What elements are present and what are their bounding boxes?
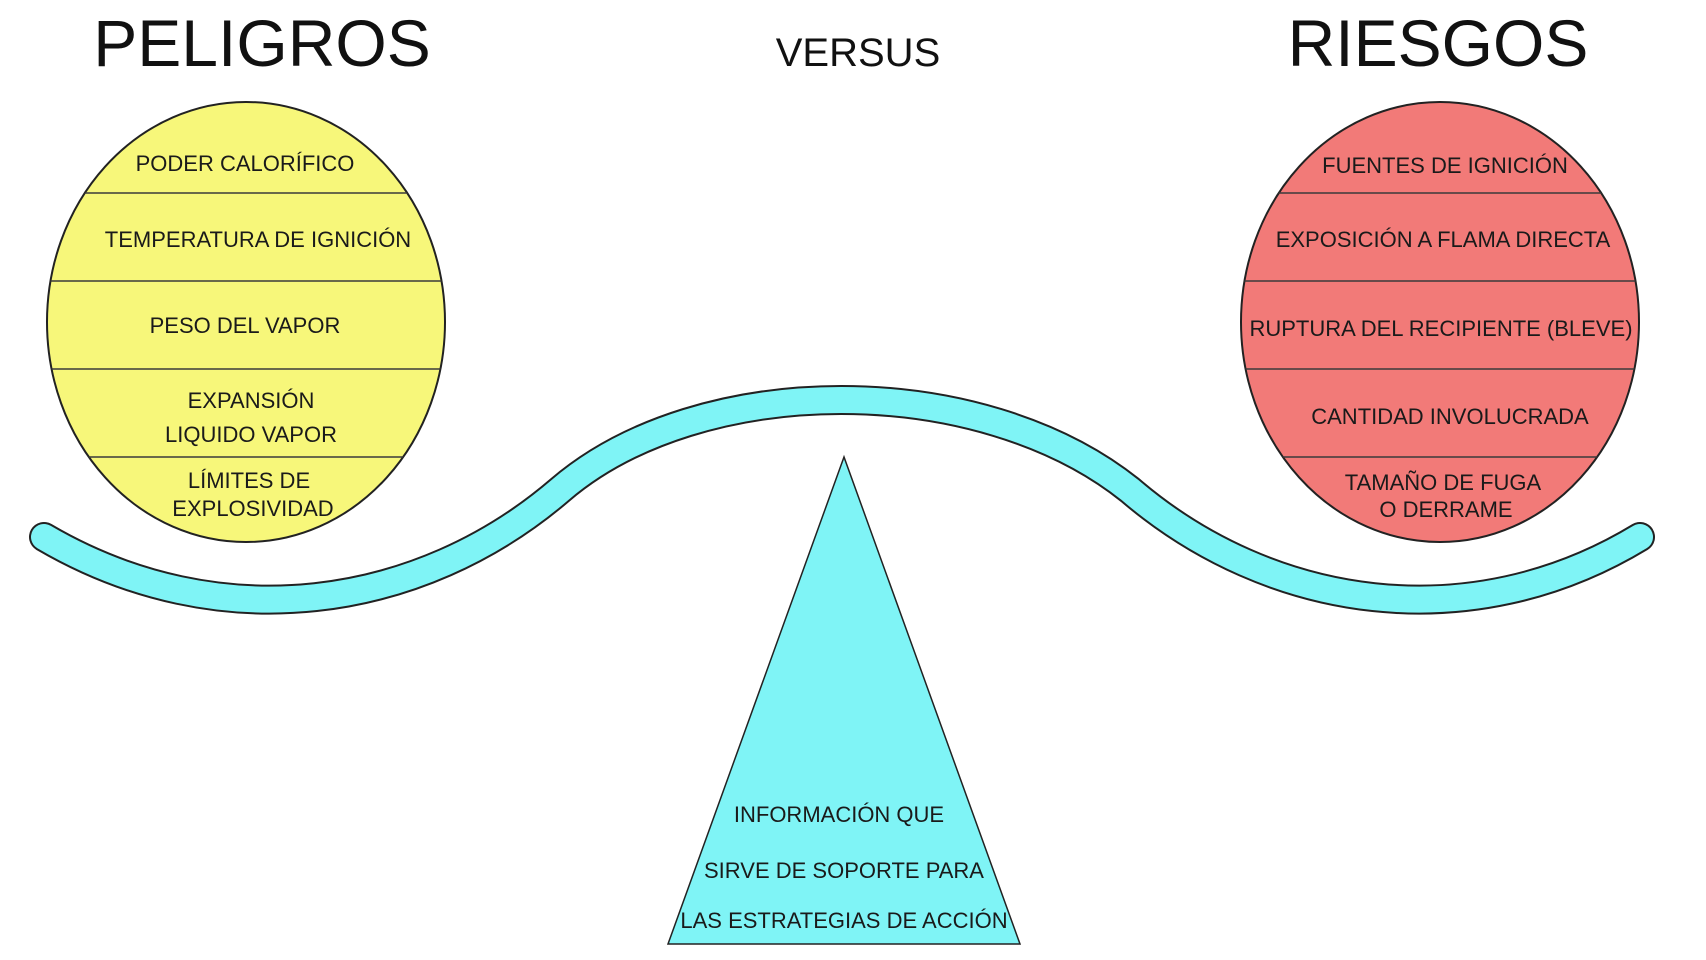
fulcrum-line-2: SIRVE DE SOPORTE PARA xyxy=(704,858,984,883)
riesgos-item-label: FUENTES DE IGNICIÓN xyxy=(1322,153,1568,178)
riesgos-item-label: O DERRAME xyxy=(1379,497,1512,522)
fulcrum-line-3: LAS ESTRATEGIAS DE ACCIÓN xyxy=(680,908,1007,933)
peligros-item-label: LÍMITES DE xyxy=(188,468,310,493)
peligros-item-label: EXPANSIÓN xyxy=(188,388,315,413)
peligros-group: PODER CALORÍFICO TEMPERATURA DE IGNICIÓN… xyxy=(46,101,446,543)
riesgos-item-label: RUPTURA DEL RECIPIENTE (BLEVE) xyxy=(1249,316,1632,341)
peligros-item-label: EXPLOSIVIDAD xyxy=(172,496,333,521)
riesgos-group: FUENTES DE IGNICIÓN EXPOSICIÓN A FLAMA D… xyxy=(1240,101,1640,543)
riesgos-circle xyxy=(1240,101,1640,543)
fulcrum-text: INFORMACIÓN QUE SIRVE DE SOPORTE PARA LA… xyxy=(680,802,1007,933)
peligros-item-label: PESO DEL VAPOR xyxy=(150,313,341,338)
fulcrum-triangle xyxy=(666,454,1022,945)
peligros-item-label: LIQUIDO VAPOR xyxy=(165,422,337,447)
riesgos-item-label: EXPOSICIÓN A FLAMA DIRECTA xyxy=(1276,227,1611,252)
peligros-item-label: TEMPERATURA DE IGNICIÓN xyxy=(105,227,411,252)
balance-beam xyxy=(29,385,1655,615)
fulcrum-line-1: INFORMACIÓN QUE xyxy=(734,802,944,827)
beam-fill xyxy=(31,387,1653,613)
peligros-item-label: PODER CALORÍFICO xyxy=(136,151,355,176)
title-peligros: PELIGROS xyxy=(93,6,430,80)
riesgos-item-label: CANTIDAD INVOLUCRADA xyxy=(1311,404,1589,429)
riesgos-item-label: TAMAÑO DE FUGA xyxy=(1345,470,1542,495)
title-riesgos: RIESGOS xyxy=(1288,6,1589,80)
title-versus: VERSUS xyxy=(776,31,941,75)
peligros-circle xyxy=(46,101,446,543)
